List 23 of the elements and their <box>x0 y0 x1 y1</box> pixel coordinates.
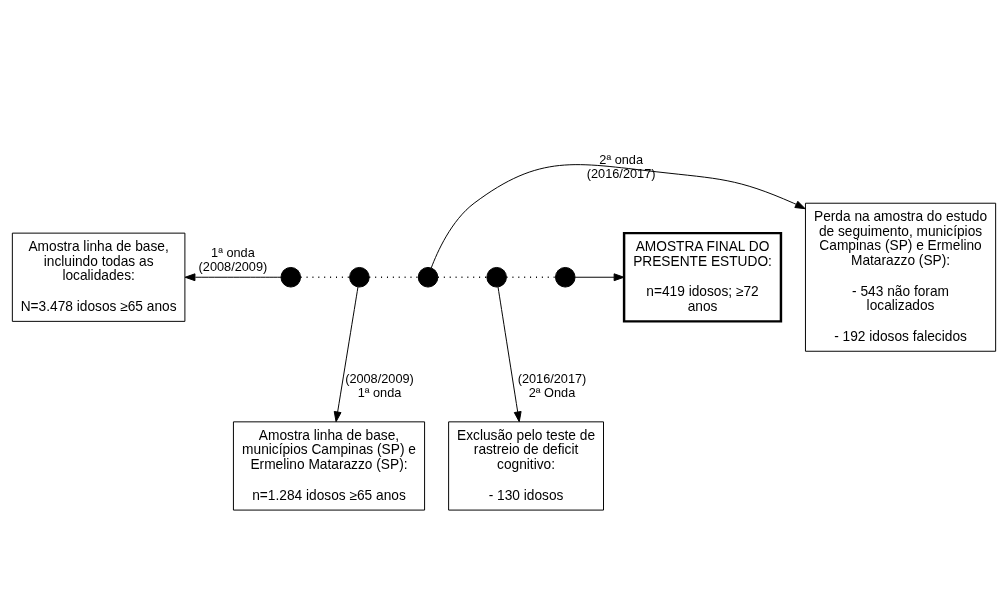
node-circle <box>349 266 370 288</box>
connector <box>437 276 488 278</box>
connector <box>368 276 419 278</box>
edge-label: (2008/2009) 1ª onda <box>345 371 414 400</box>
node-circle <box>280 266 302 288</box>
node-box: Exclusão pelo teste de rastreio de deficit cognitivo: - 130 idosos <box>448 421 604 511</box>
connector <box>299 276 351 278</box>
node-box: AMOSTRA FINAL DO PRESENTE ESTUDO: n=419 idosos; ≥72 anos <box>622 231 783 323</box>
edge-label: 1ª onda (2008/2009) <box>198 245 268 274</box>
connector <box>505 276 556 278</box>
edge-label: 2ª onda (2016/2017) <box>586 152 656 182</box>
arrow <box>497 286 522 423</box>
arrow <box>184 273 282 282</box>
arrow <box>430 164 806 269</box>
node-circle <box>417 266 439 288</box>
arrow <box>574 273 625 282</box>
edge-label: (2016/2017) 2ª Onda <box>517 371 587 400</box>
node-box: Perda na amostra do estudo de seguimento, municípios Campinas (SP) e Ermelino Matarazzo (SP): - 543 não foram localizados - 192 idosos falecidos <box>804 202 997 352</box>
arrow <box>333 286 359 423</box>
node-circle <box>486 266 507 288</box>
node-circle <box>555 266 576 288</box>
node-box: Amostra linha de base, incluindo todas as localidades: N=3.478 idosos ≥65 anos <box>11 232 186 322</box>
node-box: Amostra linha de base, municípios Campinas (SP) e Ermelino Matarazzo (SP): n=1.284 idosos ≥65 anos <box>232 421 426 511</box>
